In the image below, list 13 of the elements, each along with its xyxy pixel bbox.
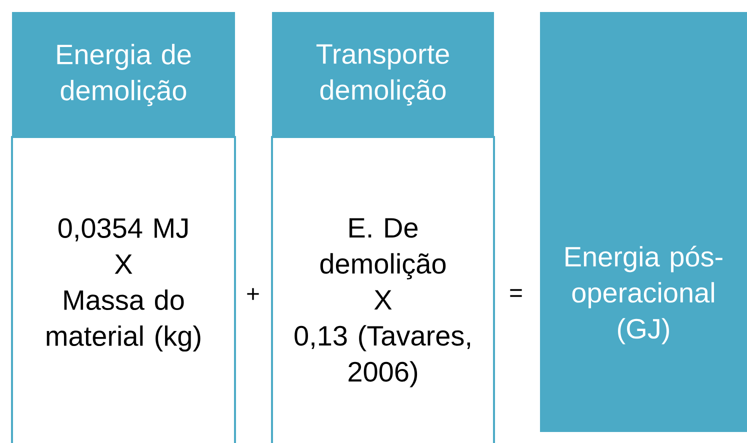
node-label: X xyxy=(374,290,392,310)
result-box: Energia pós-operacional (GJ) xyxy=(540,12,747,432)
column-card: Energia de demolição 0,0354 MJ X Massa do material (kg) xyxy=(11,12,236,443)
node-label: Energia de demolição xyxy=(57,44,191,106)
node-label: X xyxy=(114,254,132,274)
operator-sign: + xyxy=(247,288,259,300)
node-label: Transporte demolição xyxy=(316,44,449,106)
column-card: Transporte demolição E. De demolição X 0,13 (Tavares, 2006) xyxy=(271,12,495,443)
node-label: 0,13 (Tavares, 2006) xyxy=(294,325,470,388)
node-label: E. De demolição xyxy=(320,218,446,280)
node-label: 0,0354 MJ xyxy=(58,218,188,242)
operator-sign: = xyxy=(510,289,522,297)
node-label: Massa do material (kg) xyxy=(46,289,200,352)
